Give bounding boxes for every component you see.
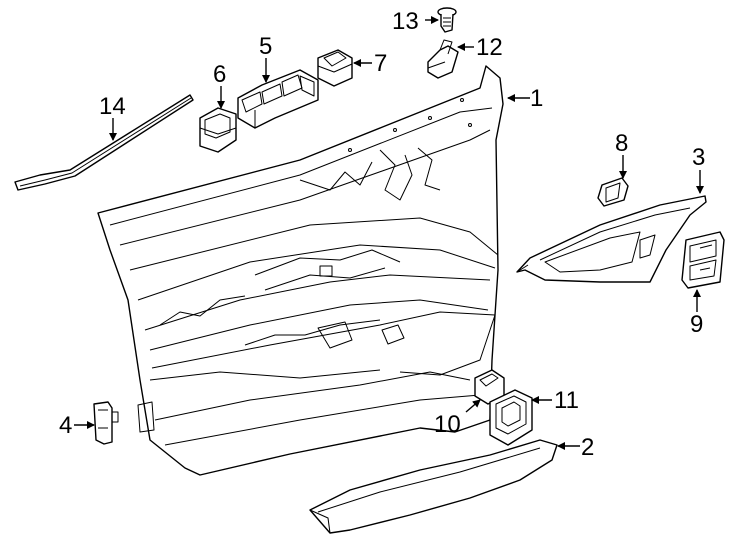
callout-14: 14 <box>99 93 126 120</box>
callout-4: 4 <box>59 412 72 439</box>
leader-lines <box>74 16 704 450</box>
callout-1: 1 <box>530 85 543 112</box>
callout-13: 13 <box>392 8 419 35</box>
callout-5: 5 <box>259 33 272 60</box>
armrest-trim <box>309 439 558 534</box>
callout-10: 10 <box>434 411 461 438</box>
switch-panel <box>681 231 725 289</box>
door-switch <box>317 49 353 87</box>
callout-9: 9 <box>690 311 703 338</box>
callout-8: 8 <box>615 130 628 157</box>
callout-11: 11 <box>554 387 579 414</box>
door-trim-panel <box>97 65 504 476</box>
callout-2: 2 <box>581 434 594 461</box>
trim-bracket <box>427 39 459 79</box>
callout-6: 6 <box>213 61 226 88</box>
leader-10 <box>465 399 481 413</box>
window-switch <box>199 107 237 153</box>
callout-3: 3 <box>692 144 705 171</box>
callout-12: 12 <box>476 34 503 61</box>
master-window-switch <box>237 69 319 129</box>
mounting-bracket <box>597 177 629 207</box>
callout-labels: 1 2 3 4 5 6 7 8 9 10 11 12 13 14 <box>59 8 705 461</box>
switch-bezel <box>489 389 533 446</box>
callout-7: 7 <box>374 50 387 77</box>
upper-trim-insert <box>516 195 707 283</box>
trim-clip <box>93 401 119 445</box>
weatherstrip <box>14 94 194 191</box>
push-fastener <box>437 7 457 33</box>
